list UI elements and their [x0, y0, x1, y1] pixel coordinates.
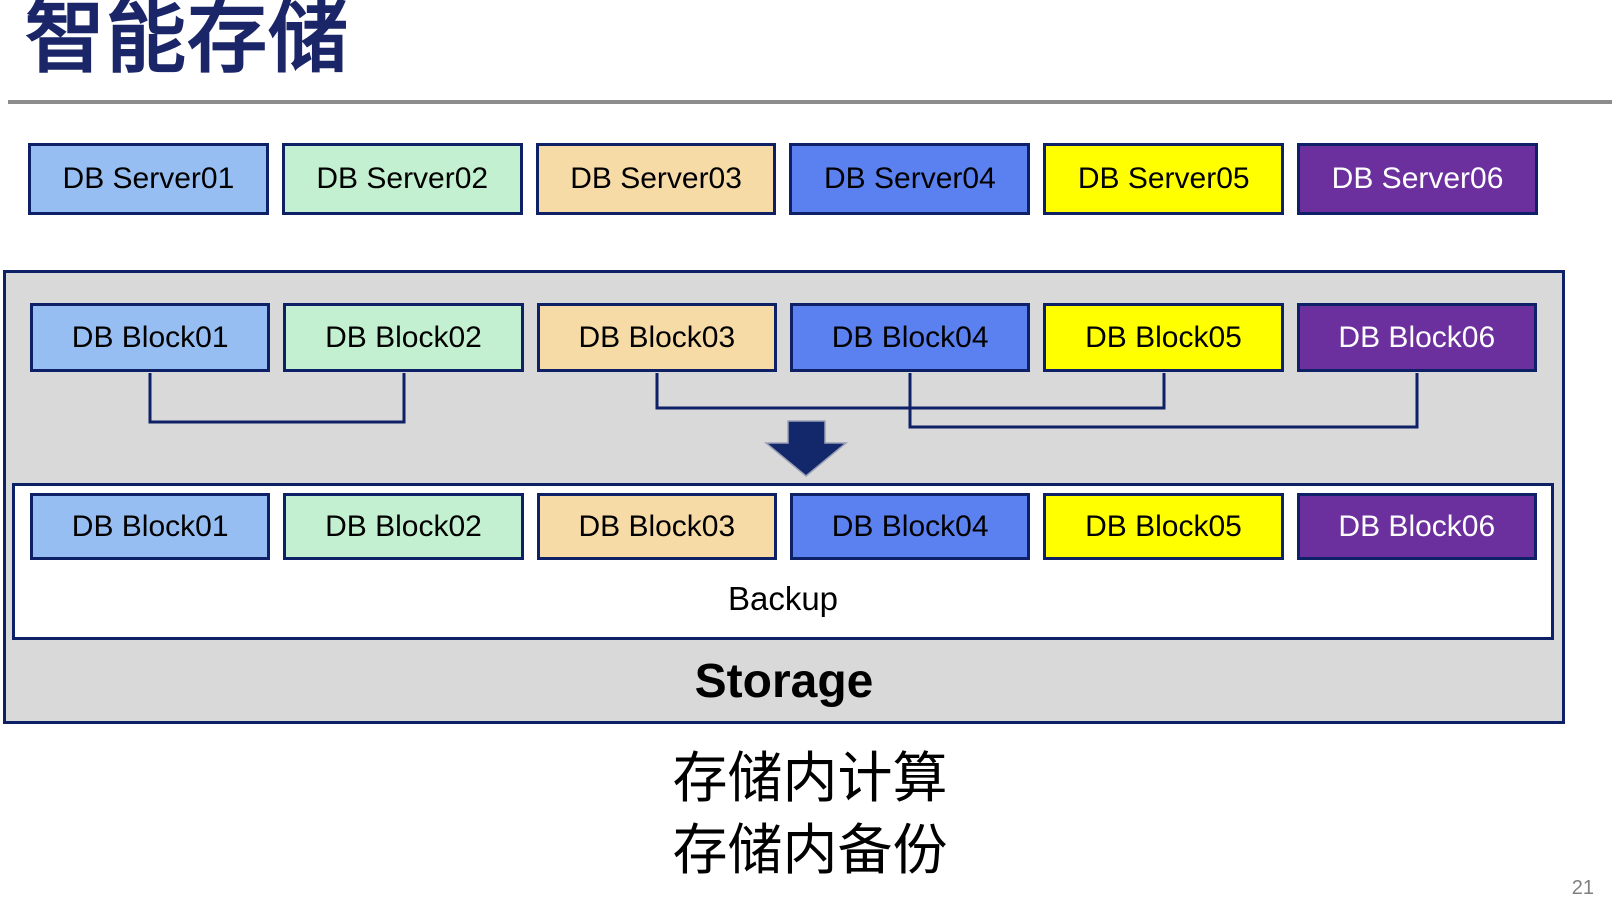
db-server03-box: DB Server03: [535, 143, 777, 215]
db-block06-bottom-box: DB Block06: [1296, 493, 1537, 560]
db-block04-top-box: DB Block04: [789, 303, 1031, 372]
db-block05-top-box: DB Block05: [1043, 303, 1284, 372]
backup-label: Backup: [727, 580, 839, 617]
caption-block: 存储内计算 存储内备份: [0, 742, 1620, 886]
title-divider: [8, 100, 1612, 104]
db-block03-bottom-box: DB Block03: [536, 493, 777, 560]
db-server02-box: DB Server02: [281, 143, 523, 215]
db-block01-top-box: DB Block01: [30, 303, 271, 372]
db-server06-box: DB Server06: [1297, 143, 1538, 215]
db-server-row: DB Server01 DB Server02 DB Server03 DB S…: [28, 143, 1538, 215]
caption-line-2: 存储内备份: [672, 819, 948, 882]
db-server05-box: DB Server05: [1043, 143, 1285, 215]
db-block06-top-box: DB Block06: [1296, 303, 1537, 372]
db-block04-bottom-box: DB Block04: [789, 493, 1031, 560]
db-block01-bottom-box: DB Block01: [30, 493, 271, 560]
db-block02-bottom-box: DB Block02: [283, 493, 524, 560]
storage-label: Storage: [694, 655, 874, 708]
db-server01-box: DB Server01: [28, 143, 269, 215]
db-block02-top-box: DB Block02: [283, 303, 524, 372]
caption-line-1: 存储内计算: [672, 747, 948, 809]
page-number: 21: [1571, 877, 1594, 899]
db-server04-box: DB Server04: [789, 143, 1031, 215]
db-block03-top-box: DB Block03: [536, 303, 777, 372]
db-block-row-bottom: DB Block01 DB Block02 DB Block03 DB Bloc…: [30, 493, 1537, 560]
db-block05-bottom-box: DB Block05: [1043, 493, 1284, 560]
db-block-row-top: DB Block01 DB Block02 DB Block03 DB Bloc…: [30, 303, 1537, 372]
page-title: 智能存储: [25, 0, 349, 82]
